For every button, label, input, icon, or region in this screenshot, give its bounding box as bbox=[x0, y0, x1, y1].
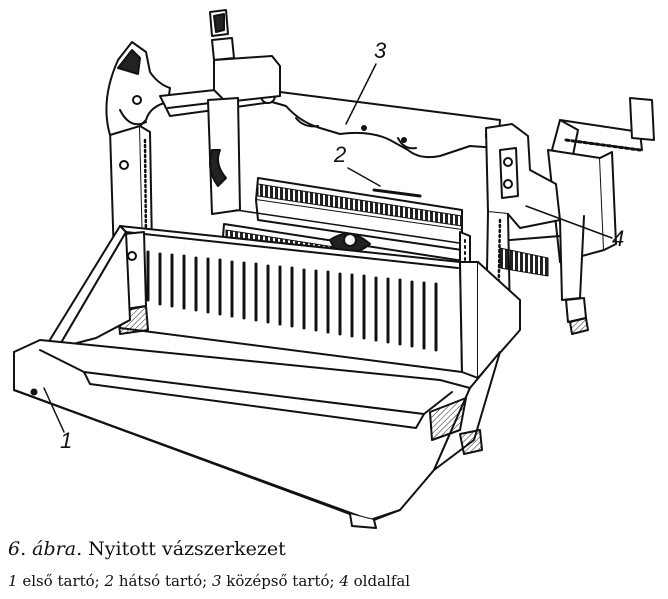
callout-leaders bbox=[43, 63, 613, 433]
front-support bbox=[13, 225, 521, 529]
callout-2: 2 bbox=[333, 142, 346, 167]
legend-number: 2 bbox=[104, 572, 115, 590]
legend-text: hátsó tartó; bbox=[114, 572, 212, 590]
legend-number: 4 bbox=[339, 572, 349, 590]
figure-number: 6. ábra. bbox=[8, 538, 83, 560]
left-rear-post bbox=[105, 41, 171, 259]
rear-center-post bbox=[207, 9, 281, 215]
legend-number: 1 bbox=[8, 572, 18, 590]
figure-caption: 6. ábra. Nyitott vázszerkezet bbox=[8, 537, 286, 561]
legend-text: oldalfal bbox=[348, 572, 411, 590]
callout-4: 4 bbox=[612, 226, 624, 251]
legend-number: 3 bbox=[211, 572, 222, 590]
callout-3: 3 bbox=[374, 38, 387, 63]
frame-illustration: 1 2 3 4 bbox=[13, 9, 655, 529]
rear-support bbox=[235, 177, 467, 251]
frame-drawing: 1 2 3 4 bbox=[13, 9, 655, 529]
figure-legend: 1 első tartó; 2 hátsó tartó; 3 középső t… bbox=[8, 571, 410, 591]
legend-text: középső tartó; bbox=[221, 572, 340, 590]
figure-title: Nyitott vázszerkezet bbox=[88, 538, 286, 560]
callout-1: 1 bbox=[60, 428, 72, 453]
front-grille bbox=[119, 225, 463, 373]
legend-text: első tartó; bbox=[17, 572, 105, 590]
